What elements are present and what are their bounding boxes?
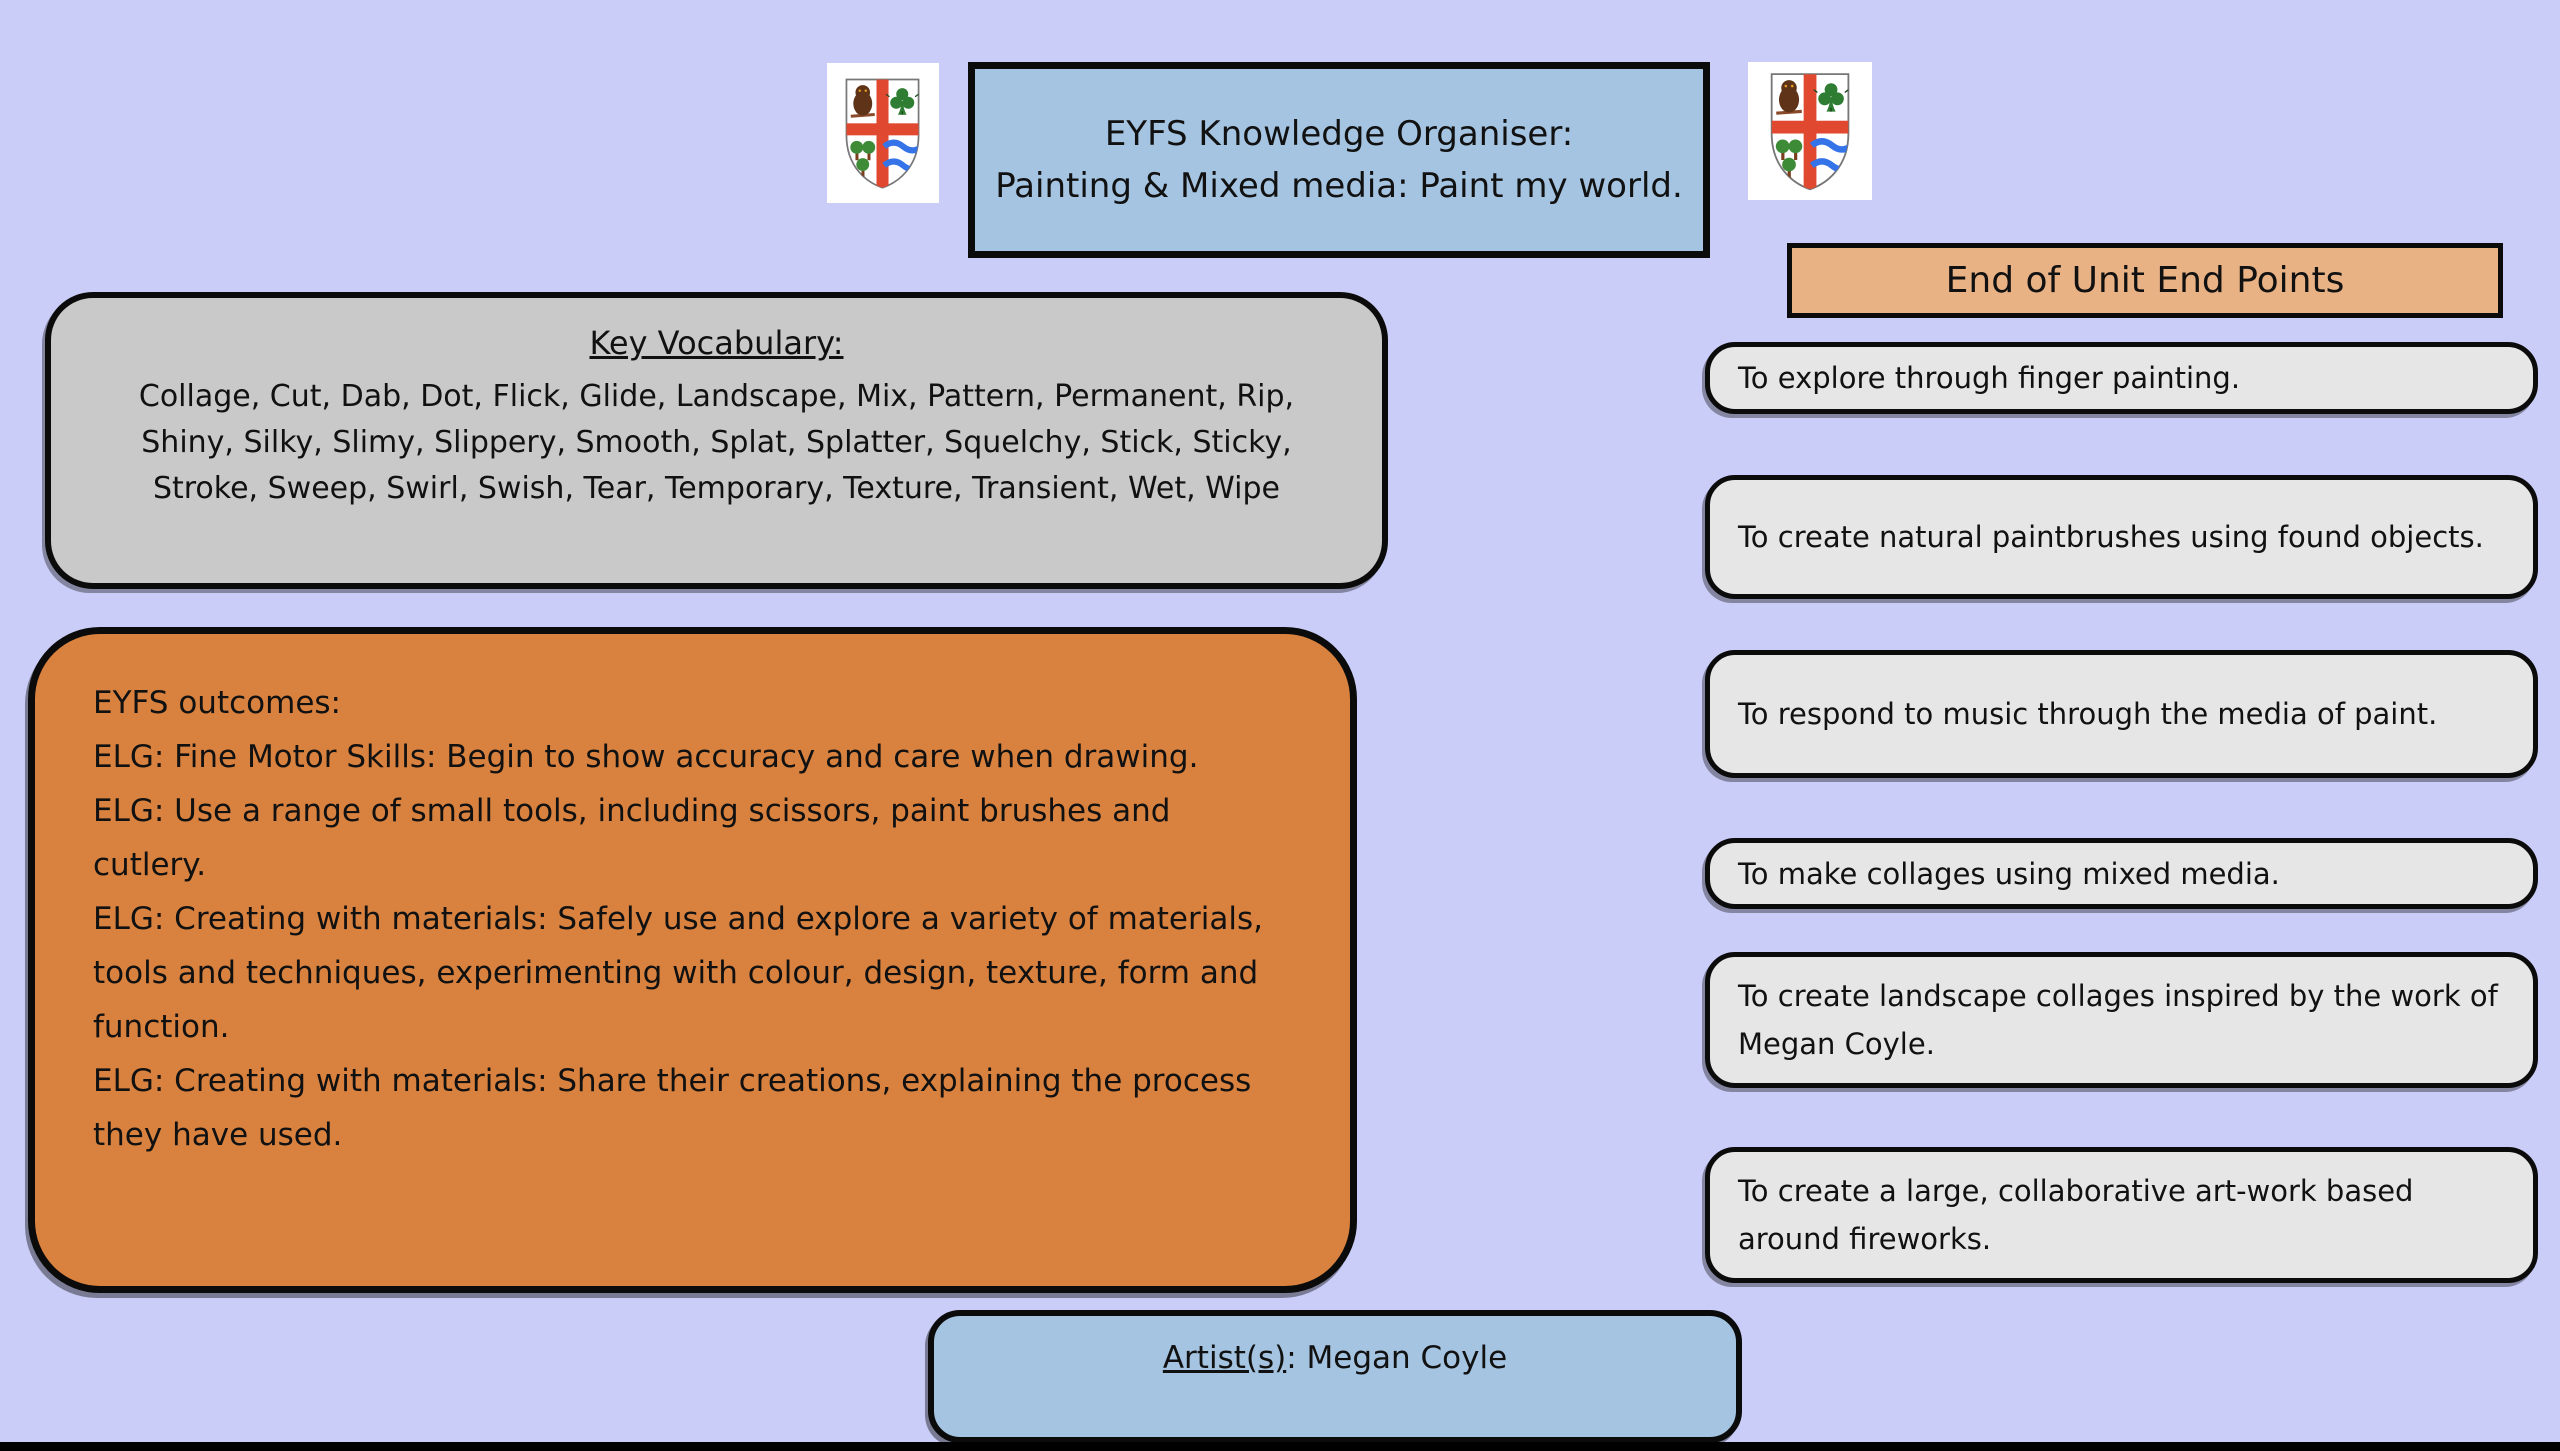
page-title-line2: Painting & Mixed media: Paint my world.: [995, 166, 1683, 206]
end-point-box: To make collages using mixed media.: [1705, 838, 2538, 909]
artist-label: Artist(s): [1162, 1340, 1287, 1376]
end-points-header-label: End of Unit End Points: [1945, 260, 2345, 301]
eyfs-outcomes-box: EYFS outcomes: ELG: Fine Motor Skills: B…: [28, 627, 1357, 1293]
artist-box: Artist(s): Megan Coyle: [928, 1310, 1742, 1443]
eyfs-outcomes-heading: EYFS outcomes:: [93, 685, 341, 721]
end-point-text: To create natural paintbrushes using fou…: [1738, 520, 2484, 554]
end-point-box: To create natural paintbrushes using fou…: [1705, 475, 2538, 599]
key-vocabulary-box: Key Vocabulary: Collage, Cut, Dab, Dot, …: [45, 292, 1388, 589]
artist-value: : Megan Coyle: [1286, 1340, 1508, 1376]
end-point-box: To explore through finger painting.: [1705, 342, 2538, 414]
eyfs-outcome-item: ELG: Use a range of small tools, includi…: [93, 793, 1171, 883]
school-crest-logo-left: [827, 63, 939, 203]
school-crest-logo-right: [1748, 62, 1872, 200]
key-vocabulary-heading: Key Vocabulary:: [589, 324, 844, 362]
end-point-box: To create landscape collages inspired by…: [1705, 952, 2538, 1088]
bottom-divider-bar: [0, 1442, 2560, 1451]
end-point-text: To create a large, collaborative art-wor…: [1738, 1174, 2414, 1256]
key-vocabulary-words: Collage, Cut, Dab, Dot, Flick, Glide, La…: [138, 379, 1295, 506]
eyfs-outcome-item: ELG: Creating with materials: Safely use…: [93, 901, 1263, 1045]
crest-owl-icon: [1776, 79, 1802, 115]
end-point-box: To create a large, collaborative art-wor…: [1705, 1147, 2538, 1283]
school-crest-icon: [846, 78, 920, 189]
crest-shamrock-icon: [886, 87, 920, 115]
crest-shamrock-icon: [1813, 83, 1849, 112]
end-point-text: To make collages using mixed media.: [1738, 856, 2280, 891]
page-title-line1: EYFS Knowledge Organiser:: [1104, 114, 1574, 154]
crest-owl-icon: [851, 84, 876, 118]
end-point-text: To create landscape collages inspired by…: [1738, 979, 2498, 1061]
page-title-box: EYFS Knowledge Organiser: Painting & Mix…: [968, 62, 1710, 258]
eyfs-outcome-item: ELG: Fine Motor Skills: Begin to show ac…: [93, 739, 1199, 775]
end-point-text: To explore through finger painting.: [1738, 361, 2241, 395]
school-crest-icon: [1770, 72, 1850, 190]
end-point-text: To respond to music through the media of…: [1738, 697, 2438, 731]
end-point-box: To respond to music through the media of…: [1705, 650, 2538, 778]
crest-trees-icon: [850, 140, 876, 178]
eyfs-outcome-item: ELG: Creating with materials: Share thei…: [93, 1063, 1252, 1153]
crest-cross-horizontal: [846, 123, 920, 136]
crest-trees-icon: [1775, 139, 1803, 179]
end-points-header: End of Unit End Points: [1787, 243, 2503, 318]
